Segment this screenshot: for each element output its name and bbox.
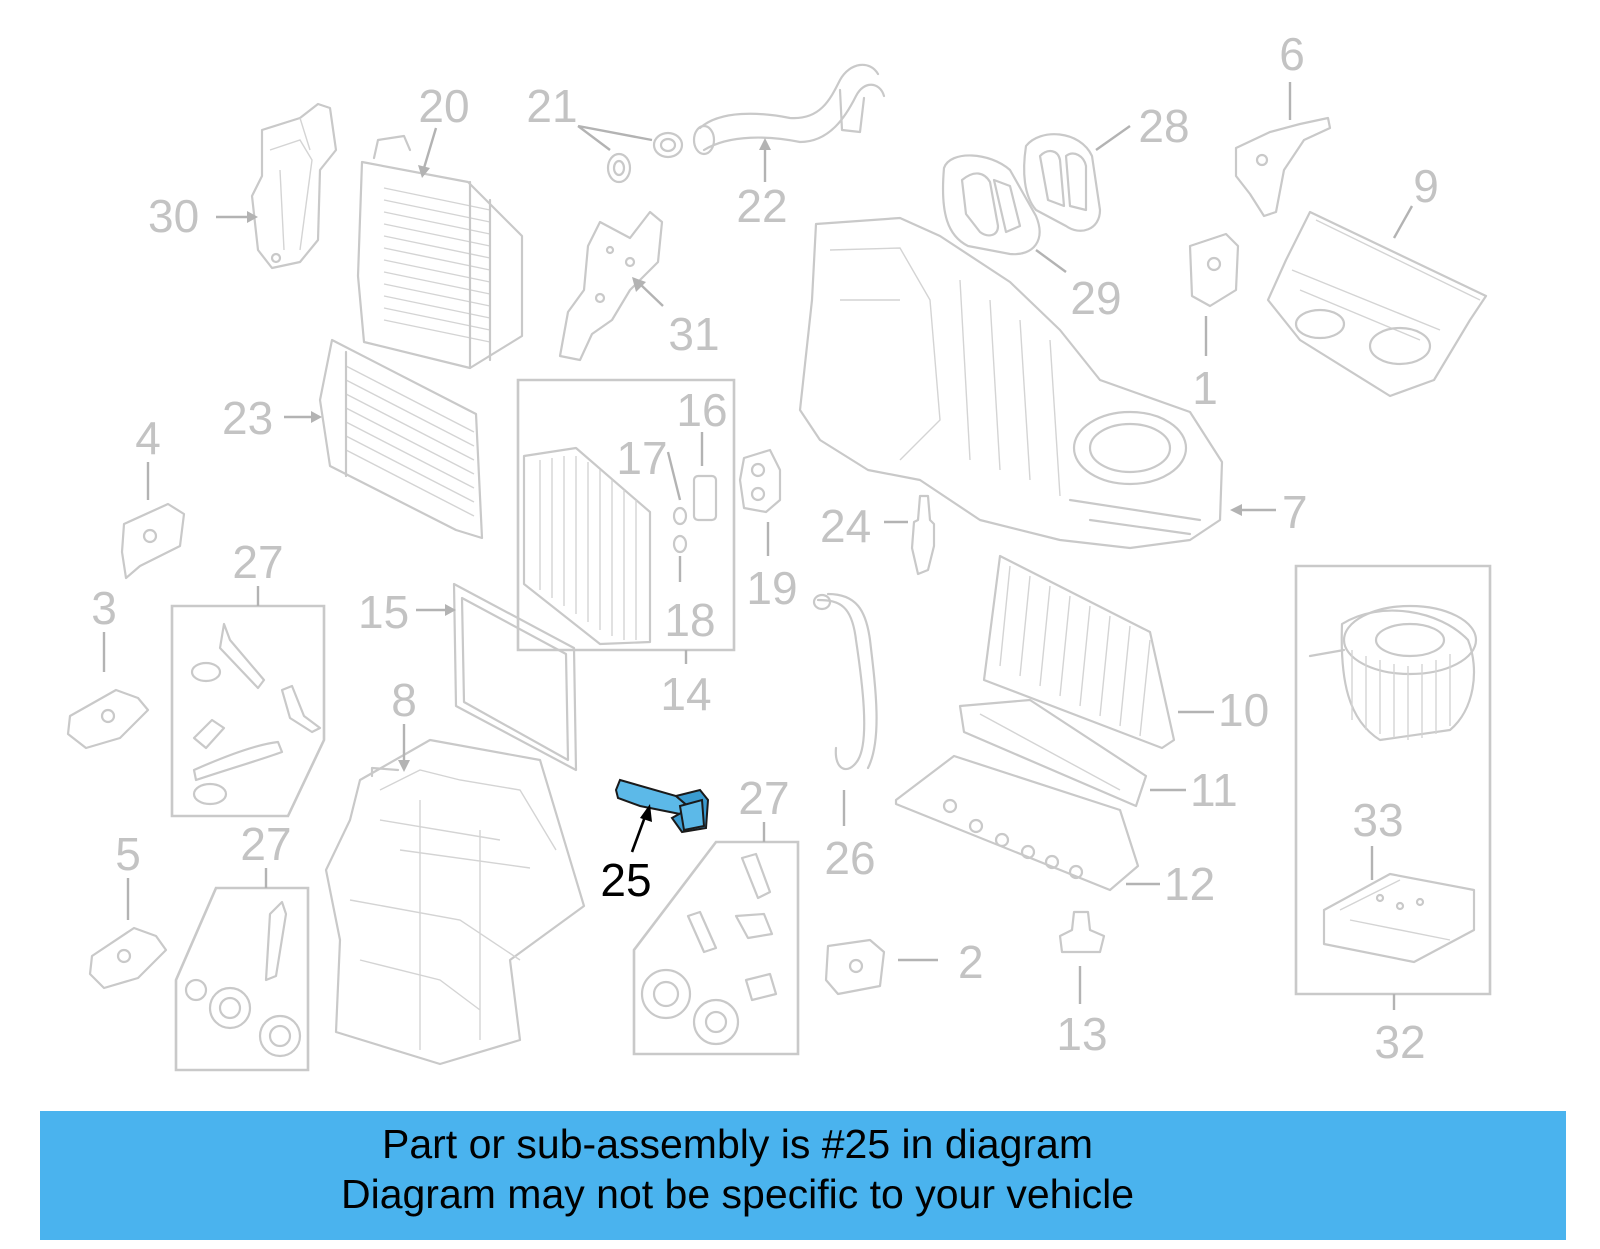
- callout-27-a: 27: [232, 536, 283, 588]
- leader-25: [630, 813, 648, 853]
- part-31-drawing: [558, 210, 664, 362]
- part-26-drawing: [812, 592, 878, 771]
- leader-21: [577, 124, 653, 151]
- callout-13: 13: [1056, 1008, 1107, 1060]
- part-32-drawing: [1308, 604, 1478, 742]
- part-30-drawing: [250, 102, 338, 270]
- callout-4: 4: [135, 412, 161, 464]
- part-27c-drawing: [640, 852, 778, 1046]
- part-11-drawing: [958, 698, 1148, 808]
- callout-2: 2: [958, 936, 984, 988]
- part-15-drawing: [452, 582, 578, 772]
- part-4-drawing: [120, 502, 186, 580]
- part-8-drawing: [324, 738, 586, 1066]
- part-14-box: [516, 378, 736, 652]
- callout-18: 18: [664, 594, 715, 646]
- callout-29: 29: [1070, 272, 1121, 324]
- callout-24: 24: [820, 500, 871, 552]
- callout-17: 17: [616, 432, 667, 484]
- callout-16: 16: [676, 384, 727, 436]
- callout-33: 33: [1352, 794, 1403, 846]
- callout-11: 11: [1190, 764, 1238, 816]
- leader-14-parts: [666, 432, 704, 582]
- callout-15: 15: [358, 586, 409, 638]
- part-32-box: [1294, 564, 1492, 996]
- callout-5: 5: [115, 828, 141, 880]
- callout-32: 32: [1374, 1016, 1425, 1068]
- callout-8: 8: [391, 674, 417, 726]
- leader-20: [422, 127, 438, 169]
- part-27a-box: [170, 604, 326, 818]
- part-22-drawing: [692, 63, 886, 156]
- callout-31: 31: [668, 308, 719, 360]
- part-23-drawing: [318, 338, 484, 540]
- callout-1: 1: [1192, 362, 1218, 414]
- callout-27-b: 27: [240, 818, 291, 870]
- part-9-drawing: [1266, 210, 1488, 398]
- part-3-drawing: [66, 688, 150, 750]
- part-29-drawing: [941, 154, 1041, 256]
- callout-21: 21: [526, 80, 577, 132]
- callout-10: 10: [1218, 684, 1269, 736]
- callout-19: 19: [746, 562, 797, 614]
- leader-28: [1095, 125, 1131, 151]
- callout-3: 3: [91, 582, 117, 634]
- callout-22: 22: [736, 180, 787, 232]
- part-13-drawing: [1058, 910, 1106, 954]
- part-5-drawing: [88, 926, 168, 990]
- callout-26: 26: [824, 832, 875, 884]
- part-19-drawing: [738, 448, 782, 514]
- banner-line-1: Part or sub-assembly is #25 in diagram: [382, 1121, 1093, 1167]
- part-27b-drawing: [184, 900, 302, 1058]
- callout-25: 25: [600, 854, 651, 906]
- leader-9: [1392, 205, 1414, 239]
- part-25-highlighted[interactable]: [614, 778, 710, 834]
- callout-27-c: 27: [738, 772, 789, 824]
- callout-7: 7: [1282, 486, 1308, 538]
- part-28-drawing: [1023, 133, 1102, 232]
- callout-23: 23: [222, 392, 273, 444]
- info-banner: Part or sub-assembly is #25 in diagram D…: [40, 1111, 1566, 1240]
- part-7-drawing: [798, 216, 1224, 550]
- part-27b-box: [174, 886, 310, 1072]
- part-21-drawing: [606, 131, 684, 184]
- part-6-drawing: [1234, 116, 1332, 218]
- part-27c-box: [632, 840, 800, 1056]
- part-12-drawing: [894, 754, 1140, 892]
- part-2-drawing: [824, 938, 886, 996]
- part-20-drawing: [356, 134, 524, 370]
- part-27a-drawing: [190, 622, 322, 806]
- banner-line-2: Diagram may not be specific to your vehi…: [340, 1171, 1134, 1217]
- part-14-drawing: [522, 446, 718, 646]
- part-33-drawing: [1322, 872, 1476, 964]
- callout-6: 6: [1279, 28, 1305, 80]
- callout-28: 28: [1138, 100, 1189, 152]
- leader-29: [1035, 249, 1067, 273]
- callout-12: 12: [1164, 858, 1215, 910]
- callout-14: 14: [660, 668, 711, 720]
- leader-31: [639, 283, 664, 307]
- part-1-drawing: [1188, 232, 1240, 308]
- part-10-drawing: [982, 554, 1176, 750]
- part-24-drawing: [910, 494, 936, 576]
- callout-30: 30: [148, 190, 199, 242]
- callout-20: 20: [418, 80, 469, 132]
- callout-9: 9: [1413, 160, 1439, 212]
